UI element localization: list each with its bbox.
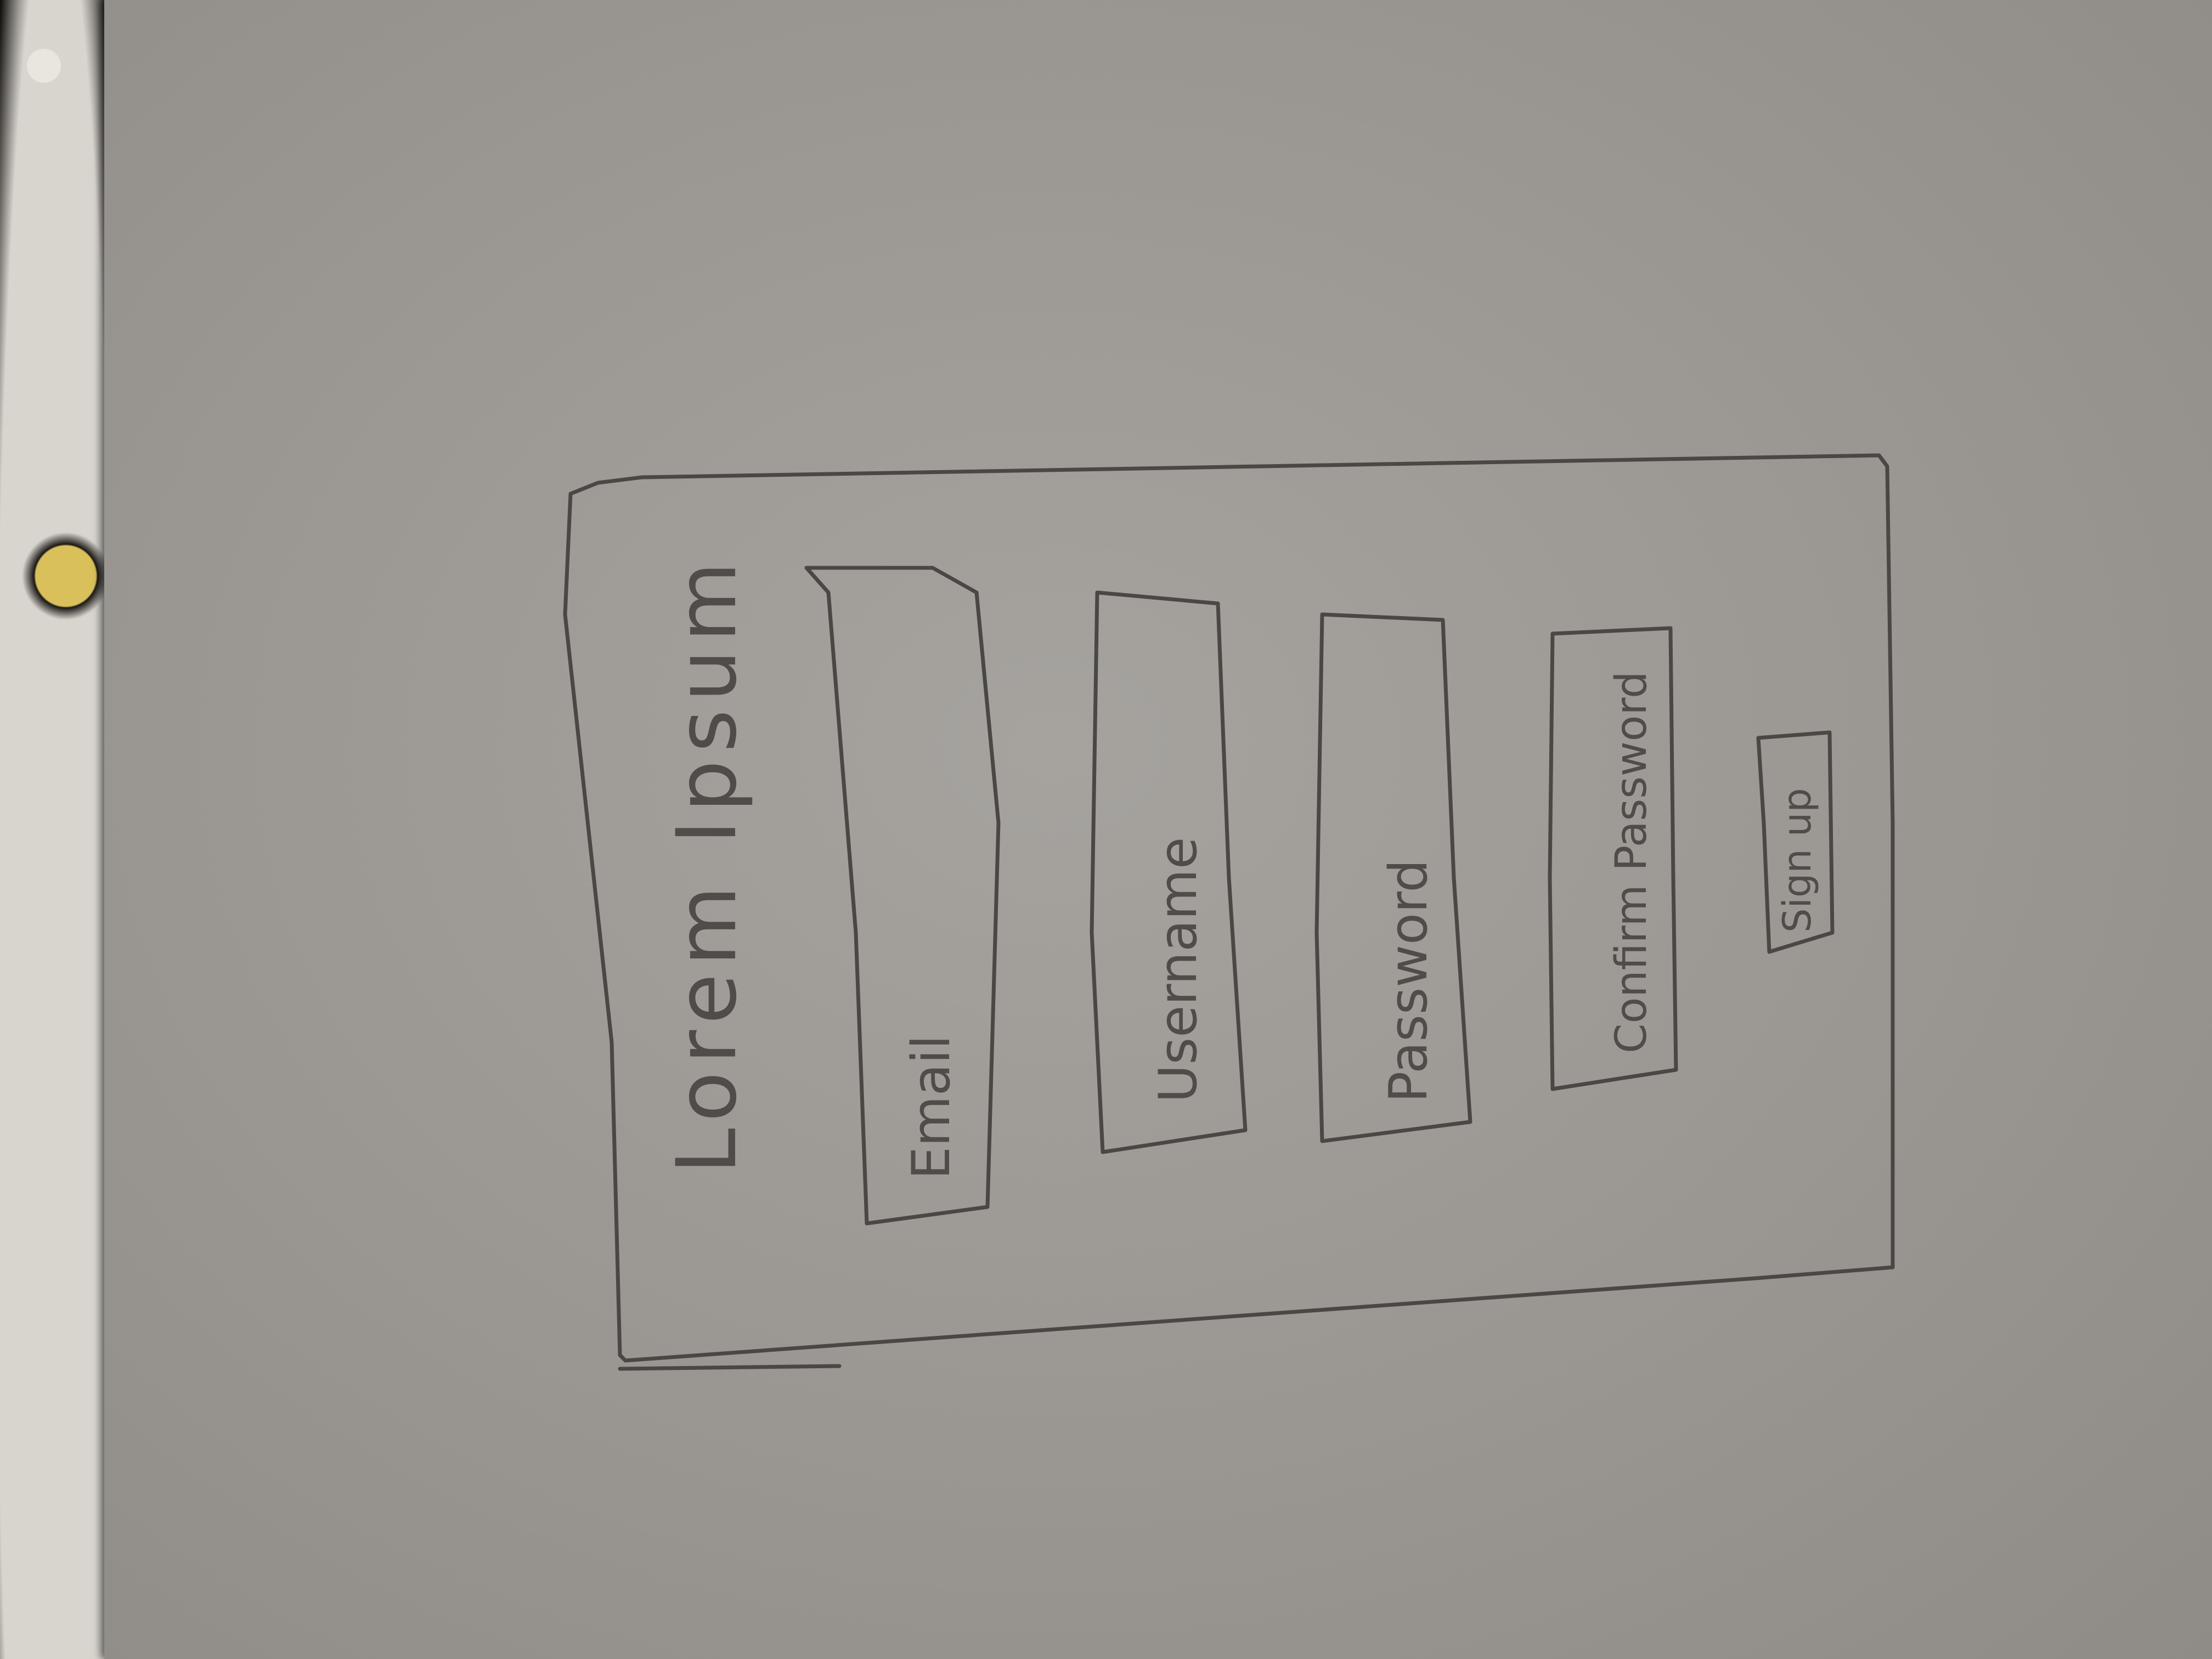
desk-background <box>0 0 110 1659</box>
username-field[interactable]: Username <box>1090 590 1248 1154</box>
paper-sheet <box>104 0 2212 1659</box>
email-placeholder: Email <box>901 1035 962 1180</box>
confirm-password-field[interactable]: Confirm Password <box>1548 626 1678 1091</box>
frame-underline-mark <box>618 1364 842 1371</box>
password-field[interactable]: Password <box>1314 612 1472 1143</box>
password-placeholder: Password <box>1379 859 1439 1103</box>
sign-up-label: Sign up <box>1775 788 1820 933</box>
signup-card-frame <box>563 453 1895 1363</box>
email-field[interactable]: Email <box>804 566 1001 1226</box>
username-placeholder: Username <box>1148 837 1209 1103</box>
form-title: Lorem Ipsum <box>659 554 755 1174</box>
sign-up-button[interactable]: Sign up <box>1756 730 1835 954</box>
confirm-password-placeholder: Confirm Password <box>1607 671 1656 1053</box>
